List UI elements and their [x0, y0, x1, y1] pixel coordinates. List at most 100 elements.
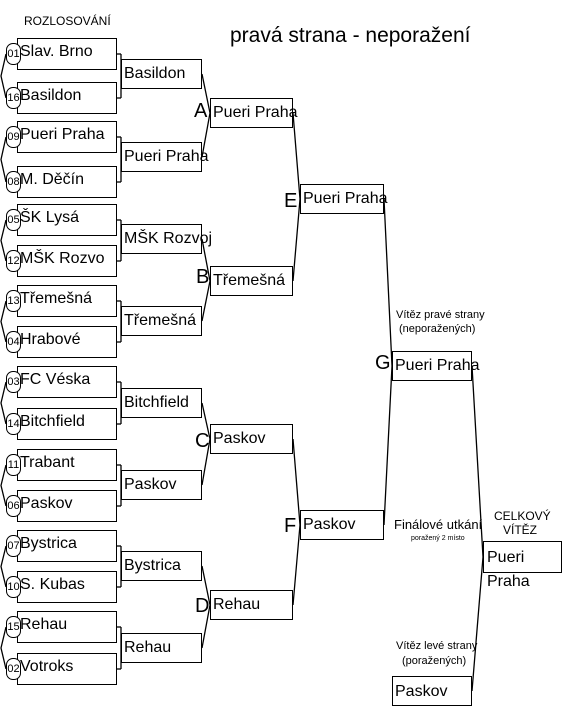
- pair-connector: [0, 53, 7, 99]
- champion-team-2: Praha: [487, 573, 530, 590]
- round1-team-box: Votroks: [17, 653, 117, 685]
- round2-team-box: Basildon: [121, 59, 202, 89]
- team-name: M. Děčín: [20, 171, 85, 188]
- round1-team-box: Hrabové: [17, 326, 117, 358]
- draw-label: ROZLOSOVÁNÍ: [24, 14, 111, 28]
- round1-team-box: Paskov: [17, 490, 117, 522]
- team-name: Bystrica: [20, 535, 77, 552]
- team-name: Paskov: [124, 476, 177, 493]
- team-name: Rehau: [124, 639, 172, 656]
- round1-team-box: Slav. Brno: [17, 38, 117, 70]
- round2-team-box: Třemešná: [121, 306, 202, 336]
- seed-badge: 13: [6, 290, 21, 312]
- round1-team-box: S. Kubas: [17, 571, 117, 603]
- seed-badge: 09: [6, 126, 21, 148]
- pair-connector: [0, 545, 7, 588]
- round2-team-box: Rehau: [121, 633, 202, 663]
- round4-team-box: Pueri Praha: [300, 184, 388, 214]
- right-side-sublabel: (neporažených): [399, 323, 476, 335]
- left-side-winner-team: Paskov: [395, 683, 448, 700]
- pair-connector: [0, 136, 7, 183]
- pair-connector: [0, 381, 7, 425]
- pair-connector: [0, 626, 7, 670]
- seed-badge: 03: [6, 371, 21, 393]
- seed-badge: 10: [6, 576, 21, 598]
- round3-team-box: Pueri Praha: [210, 98, 298, 128]
- seed-badge: 01: [6, 43, 21, 65]
- round1-team-box: Třemešná: [17, 285, 117, 317]
- team-name: Pueri Praha: [213, 104, 298, 121]
- team-name: MŠK Rozvo: [20, 250, 105, 267]
- team-name: Pueri Praha: [20, 126, 105, 143]
- champion-label-2: VÍTĚZ: [503, 523, 538, 537]
- round1-team-box: Bystrica: [17, 530, 117, 562]
- team-name: Paskov: [213, 430, 266, 447]
- round1-team-box: Pueri Praha: [17, 121, 117, 153]
- team-name: Paskov: [20, 495, 73, 512]
- round2-team-box: MŠK Rozvoj: [121, 224, 212, 254]
- match-letter: F: [284, 515, 297, 537]
- seed-badge: 14: [6, 413, 21, 435]
- team-name: Třemešná: [20, 290, 93, 307]
- team-name: Basildon: [20, 87, 82, 104]
- team-name: Slav. Brno: [20, 43, 93, 60]
- team-name: Bystrica: [124, 557, 181, 574]
- team-name: Třemešná: [124, 312, 197, 329]
- seed-badge: 16: [6, 87, 21, 109]
- match-letter: A: [194, 100, 208, 122]
- round2-team-box: Bitchfield: [121, 388, 202, 418]
- champion-box: Pueri: [483, 541, 562, 573]
- team-name: Votroks: [20, 658, 74, 675]
- left-side-winner: Paskov: [392, 676, 472, 706]
- team-name: Pueri Praha: [395, 357, 480, 374]
- team-name: Hrabové: [20, 331, 81, 348]
- round2-team-box: Bystrica: [121, 551, 202, 581]
- seed-badge: 12: [6, 250, 21, 272]
- team-name: Rehau: [213, 596, 261, 613]
- match-letter: E: [284, 190, 298, 212]
- team-name: Paskov: [303, 516, 356, 533]
- match-letter: G: [375, 352, 391, 374]
- team-name: Basildon: [124, 65, 186, 82]
- round1-team-box: FC Véska: [17, 366, 117, 398]
- team-name: Pueri Praha: [303, 190, 388, 207]
- round5-team-box: Pueri Praha: [392, 351, 480, 381]
- team-name: Rehau: [20, 616, 68, 633]
- seed-badge: 07: [6, 535, 21, 557]
- champion-label: CELKOVÝ: [494, 509, 551, 523]
- left-side-sublabel: (poražených): [402, 655, 467, 667]
- team-name: S. Kubas: [20, 576, 85, 593]
- final-label: Finálové utkání: [394, 517, 483, 532]
- round1-team-box: MŠK Rozvo: [17, 245, 117, 277]
- left-side-label: Vítěz levé strany: [396, 640, 478, 652]
- match-letter: D: [195, 595, 210, 617]
- seed-badge: 04: [6, 331, 21, 353]
- round2-team-box: Paskov: [121, 470, 202, 500]
- right-side-label: Vítěz pravé strany: [396, 309, 485, 321]
- team-name: FC Véska: [20, 371, 91, 388]
- team-name: Trabant: [20, 454, 75, 471]
- team-name: Bitchfield: [124, 394, 189, 411]
- seed-badge: 06: [6, 495, 21, 517]
- match-letter: B: [196, 266, 210, 288]
- round3-team-box: Paskov: [210, 424, 293, 454]
- pair-connector: [0, 219, 7, 262]
- pair-connector: [0, 464, 7, 507]
- round1-team-box: Bitchfield: [17, 408, 117, 440]
- round2-team-box: Pueri Praha: [121, 142, 209, 172]
- page-title: pravá strana - neporažení: [230, 24, 471, 47]
- round4-team-box: Paskov: [300, 510, 384, 540]
- pair-connector: [0, 300, 7, 343]
- team-name: ŠK Lysá: [20, 209, 79, 226]
- seed-badge: 05: [6, 209, 21, 231]
- round1-team-box: ŠK Lysá: [17, 204, 117, 236]
- team-name: MŠK Rozvoj: [124, 230, 213, 247]
- round1-team-box: Basildon: [17, 82, 117, 114]
- round1-team-box: Rehau: [17, 611, 117, 643]
- seed-badge: 11: [6, 454, 21, 476]
- match-letter: C: [195, 430, 210, 452]
- round3-team-box: Rehau: [210, 590, 293, 620]
- champion-team: Pueri: [487, 549, 525, 566]
- team-name: Bitchfield: [20, 413, 85, 430]
